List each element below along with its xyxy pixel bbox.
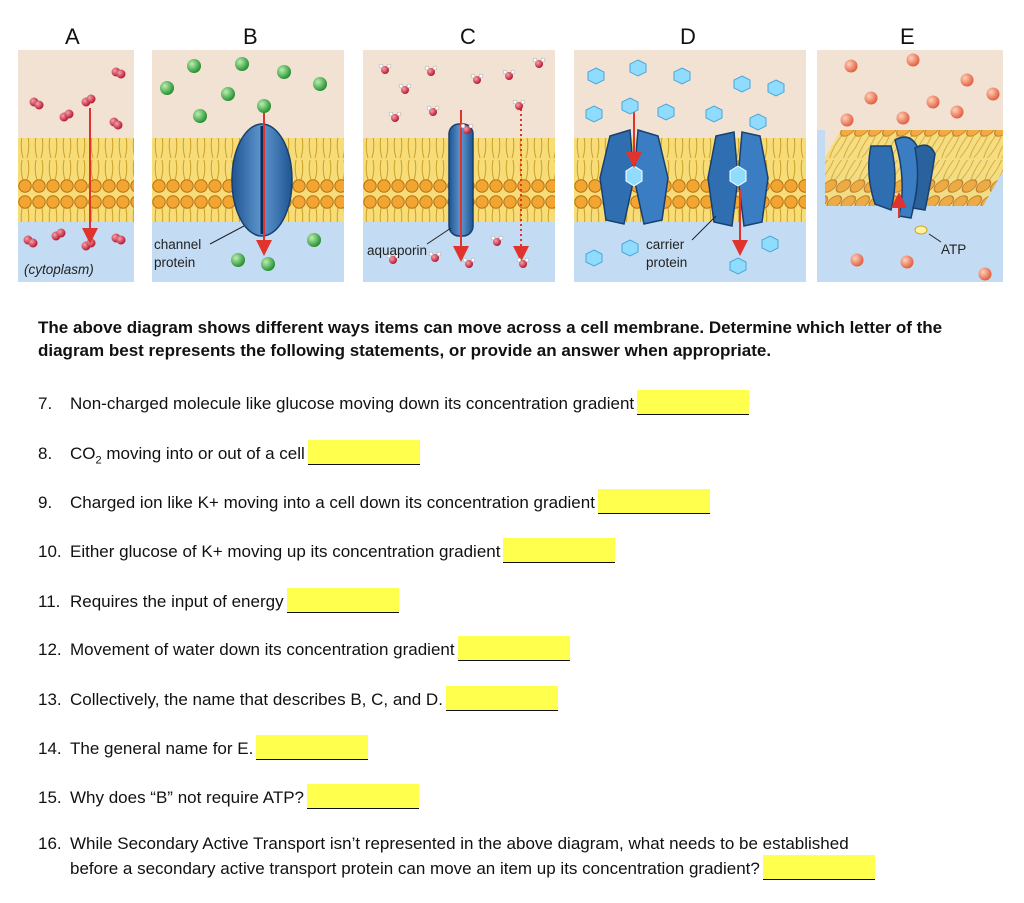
question-text: CO: [70, 444, 96, 463]
question-text: Why does “B” not require ATP?: [70, 788, 305, 807]
question-number: 15.: [38, 788, 62, 807]
question-13: 13. Collectively, the name that describes…: [38, 686, 558, 711]
water-molecules: [378, 57, 546, 268]
answer-box-13[interactable]: [445, 686, 558, 711]
panel-letter-c: C: [460, 24, 476, 49]
question-subscript: 2: [95, 454, 102, 467]
question-text: moving into or out of a cell: [101, 444, 305, 463]
question-number: 7.: [38, 394, 53, 413]
question-11: 11. Requires the input of energy: [38, 588, 399, 613]
green-ions: [160, 57, 327, 271]
question-12: 12. Movement of water down its concentrat…: [38, 636, 570, 661]
question-number: 12.: [38, 640, 62, 659]
question-text: Either glucose of K+ moving up its conce…: [70, 542, 501, 561]
question-text: Charged ion like K+ moving into a cell d…: [70, 493, 595, 512]
channel-label: channel: [154, 237, 201, 252]
question-number: 10.: [38, 542, 62, 561]
panel-letter-e: E: [900, 24, 915, 49]
question-15: 15. Why does “B” not require ATP?: [38, 784, 420, 809]
question-8: 8. CO2 moving into or out of a cell: [38, 440, 420, 471]
panel-e-active-transport: ATP: [817, 50, 1003, 282]
question-number: 16.: [38, 834, 62, 853]
answer-box-12[interactable]: [457, 636, 570, 661]
question-number: 8.: [38, 444, 53, 463]
question-text: before a secondary active transport prot…: [70, 859, 760, 878]
question-text: Movement of water down its concentration…: [70, 640, 455, 659]
question-text: While Secondary Active Transport isn’t r…: [70, 834, 849, 853]
carrier-label: carrier: [646, 237, 685, 252]
question-text: The general name for E.: [70, 739, 254, 758]
answer-box-14[interactable]: [256, 735, 369, 760]
atp-label: ATP: [941, 242, 966, 257]
question-number: 9.: [38, 493, 53, 512]
cytoplasm-label: (cytoplasm): [24, 262, 94, 277]
answer-box-8[interactable]: [307, 440, 420, 465]
panel-b-channel-protein: channel protein: [152, 50, 344, 282]
carrier-protein-open-out: [599, 129, 669, 225]
panel-letter-a: A: [65, 24, 80, 49]
glucose-molecules: [585, 59, 785, 275]
answer-box-10[interactable]: [503, 538, 616, 563]
question-number: 14.: [38, 739, 62, 758]
instructions-text: The above diagram shows different ways i…: [38, 318, 943, 360]
question-text: Collectively, the name that describes B,…: [70, 690, 443, 709]
orange-ions: [840, 53, 1000, 281]
panel-d-carrier-protein: carrier protein: [574, 50, 806, 282]
question-number: 13.: [38, 690, 62, 709]
protein-label-d: protein: [646, 255, 687, 270]
question-10: 10. Either glucose of K+ moving up its co…: [38, 538, 616, 563]
aquaporin-label: aquaporin: [367, 243, 427, 258]
question-16: 16. While Secondary Active Transport isn’…: [38, 833, 875, 880]
atp-pump-protein: [868, 136, 936, 219]
question-7: 7. Non-charged molecule like glucose movi…: [38, 390, 750, 415]
answer-box-9[interactable]: [597, 489, 710, 514]
panel-letter-d: D: [680, 24, 696, 49]
answer-box-16[interactable]: [762, 855, 875, 880]
question-text: Requires the input of energy: [70, 592, 284, 611]
question-text: Non-charged molecule like glucose moving…: [70, 394, 635, 413]
panel-letter-b: B: [243, 24, 258, 49]
panel-c-aquaporin: aquaporin: [363, 50, 555, 282]
question-number: 11.: [38, 592, 61, 611]
panel-a-simple-diffusion: (cytoplasm): [18, 50, 134, 282]
question-9: 9. Charged ion like K+ moving into a cell…: [38, 489, 710, 514]
question-14: 14. The general name for E.: [38, 735, 369, 760]
atp-molecule-icon: [914, 225, 928, 235]
red-molecules: [23, 67, 126, 251]
answer-box-15[interactable]: [307, 784, 420, 809]
carrier-protein-open-in: [707, 131, 769, 227]
answer-box-7[interactable]: [637, 390, 750, 415]
answer-box-11[interactable]: [286, 588, 399, 613]
protein-label-b: protein: [154, 255, 195, 270]
